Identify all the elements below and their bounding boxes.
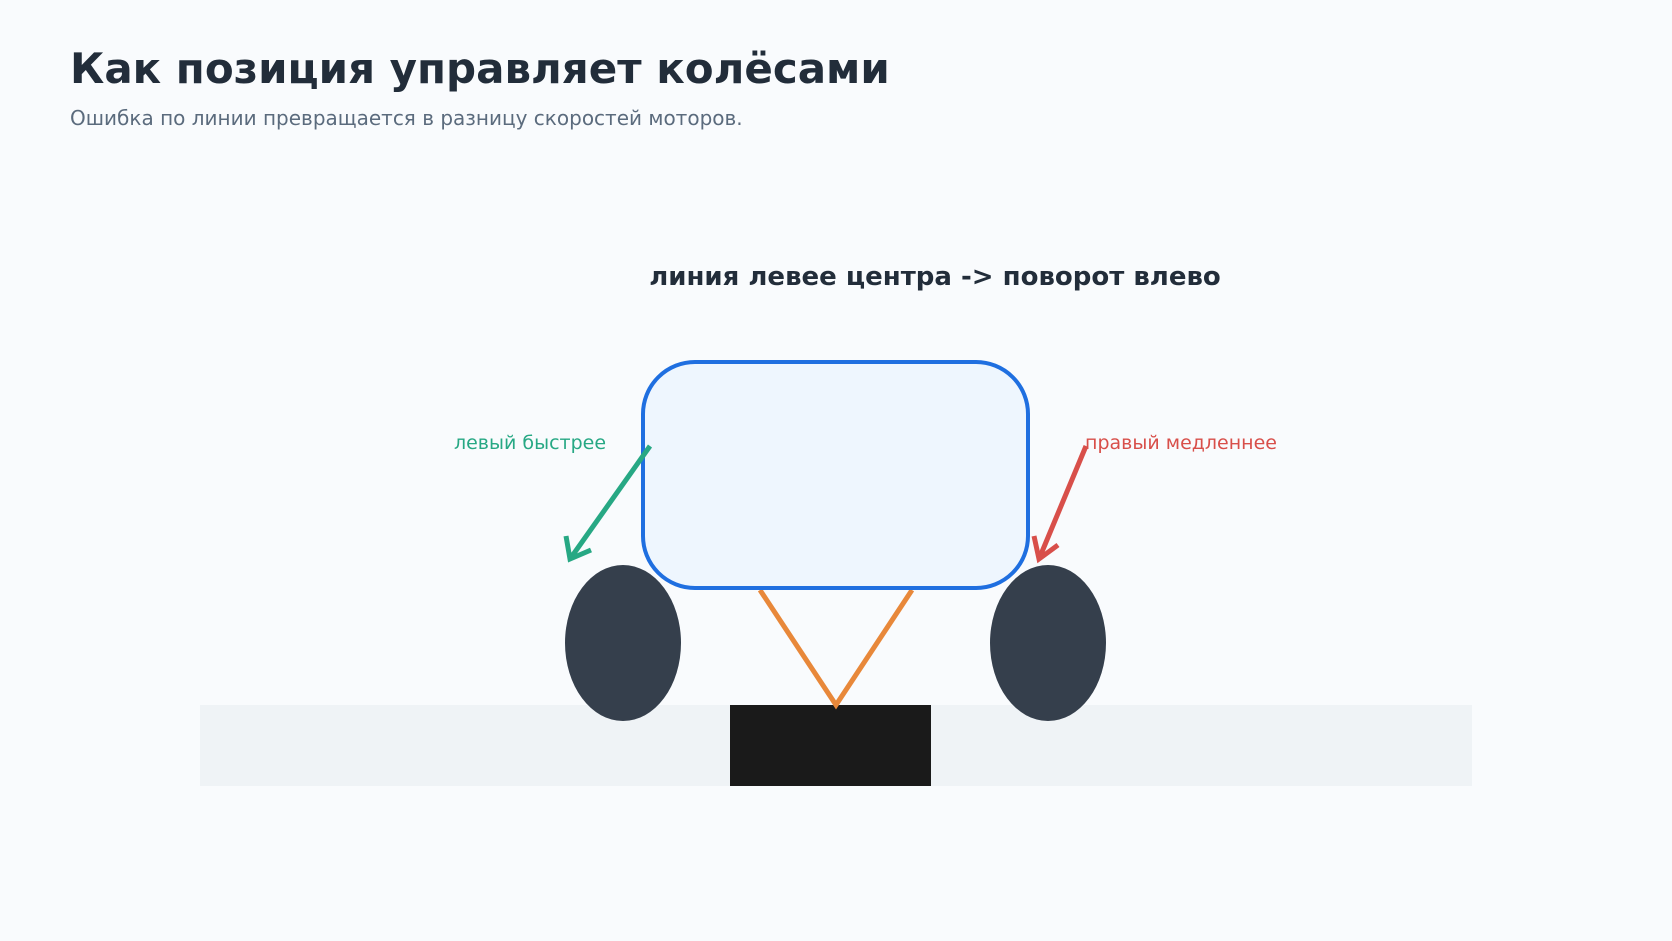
robot-body [641,360,1030,590]
sensor-beams [757,588,915,710]
black-line [730,705,931,786]
page-subtitle: Ошибка по линии превращается в разницу с… [70,106,743,130]
right-arrow [1031,445,1089,564]
left-wheel-label: левый быстрее [454,432,606,454]
left-wheel [565,565,681,721]
left-arrow [563,444,653,563]
right-wheel-label: правый медленнее [1085,432,1277,454]
page-title: Как позиция управляет колёсами [70,44,890,93]
diagram-caption: линия левее центра -> поворот влево [649,262,1221,292]
right-wheel [990,565,1106,721]
